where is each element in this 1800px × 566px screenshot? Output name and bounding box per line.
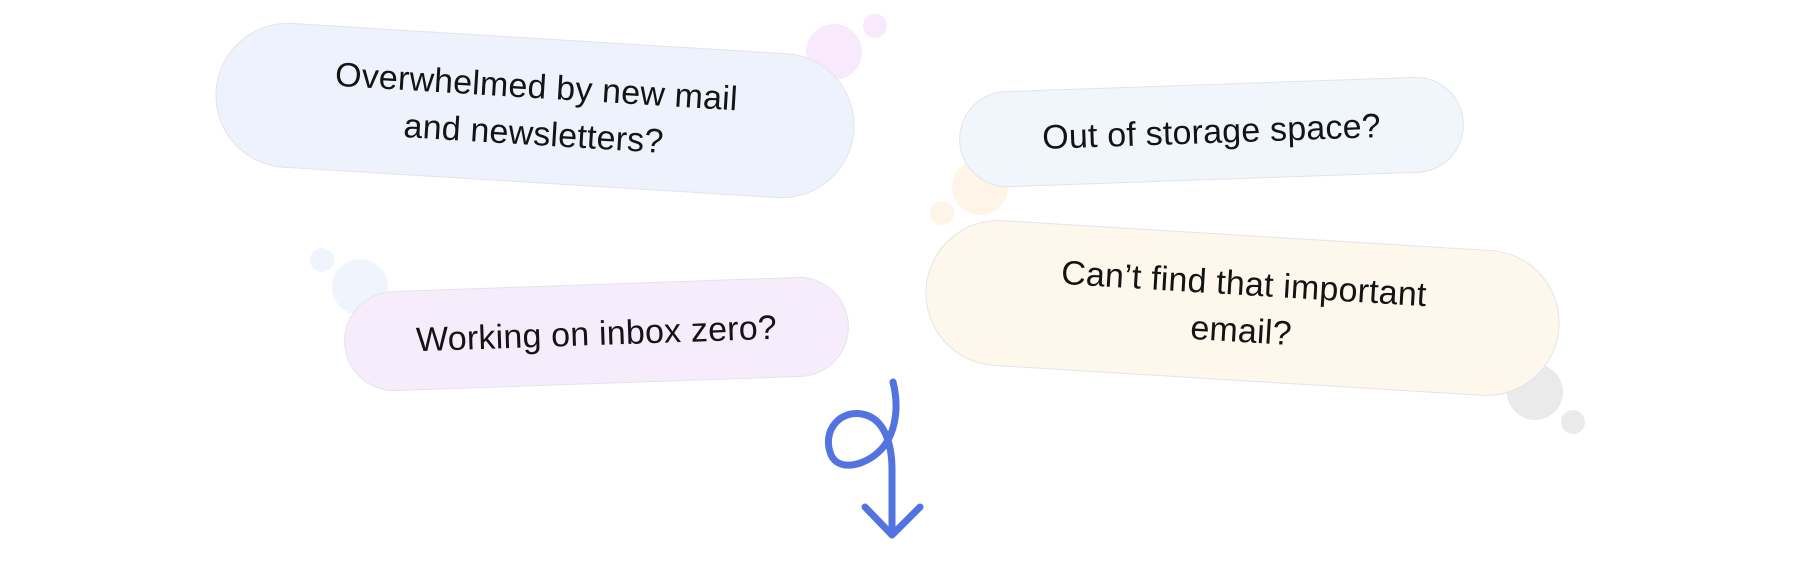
arrow-head bbox=[861, 503, 924, 539]
decor-circle-gray-small bbox=[1561, 410, 1585, 434]
decor-circle-orange-small bbox=[930, 201, 954, 225]
decor-circle-pink-small bbox=[863, 14, 887, 38]
decor-circle-blue-small bbox=[310, 248, 334, 272]
arrow-loop-stroke bbox=[825, 378, 900, 539]
